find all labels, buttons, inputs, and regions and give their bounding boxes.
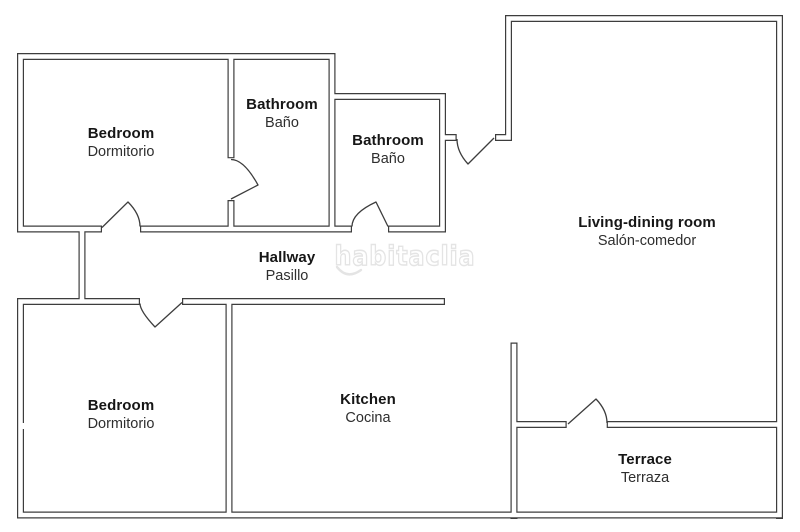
door-terrace [567, 398, 608, 425]
room-label-bedroom-2: Bedroom Dormitorio [88, 396, 155, 434]
room-name-es: Pasillo [265, 268, 309, 284]
door-bathroom-2 [351, 201, 389, 227]
room-name-en: Hallway [258, 249, 316, 266]
watermark-smile-icon [335, 265, 363, 276]
room-name-en: Bedroom [87, 397, 155, 414]
room-name-es: Dormitorio [87, 416, 155, 432]
room-name-en: Bedroom [87, 125, 155, 142]
door-bedroom-2 [139, 302, 183, 328]
room-name-en: Kitchen [340, 391, 396, 408]
room-label-kitchen: Kitchen Cocina [340, 390, 396, 428]
room-name-en: Terrace [618, 451, 672, 468]
room-name-es: Baño [371, 151, 405, 167]
door-arcs [101, 137, 608, 425]
room-label-terrace: Terrace Terraza [618, 450, 672, 488]
room-name-en: Bathroom [352, 132, 424, 149]
watermark-text: habitaclia [335, 241, 476, 272]
door-bedroom-1 [101, 201, 141, 228]
room-name-en: Living-dining room [578, 214, 716, 231]
room-name-es: Dormitorio [87, 144, 155, 160]
door-entrance [456, 137, 495, 165]
watermark: habitaclia [334, 240, 476, 276]
room-label-bathroom-2: Bathroom Baño [352, 131, 424, 169]
walls [17, 15, 783, 519]
room-label-hallway: Hallway Pasillo [259, 248, 316, 286]
door-bathroom-1 [230, 158, 259, 200]
room-name-en: Bathroom [246, 96, 318, 113]
room-name-es: Terraza [620, 470, 670, 486]
room-label-bedroom-1: Bedroom Dormitorio [88, 124, 155, 162]
room-label-bathroom-1: Bathroom Baño [246, 95, 318, 133]
room-name-es: Salón-comedor [597, 233, 697, 249]
room-name-es: Cocina [345, 410, 391, 426]
room-name-es: Baño [265, 115, 299, 131]
wall-inner-line-break [22, 423, 25, 429]
room-label-living-dining-room: Living-dining room Salón-comedor [578, 213, 716, 251]
